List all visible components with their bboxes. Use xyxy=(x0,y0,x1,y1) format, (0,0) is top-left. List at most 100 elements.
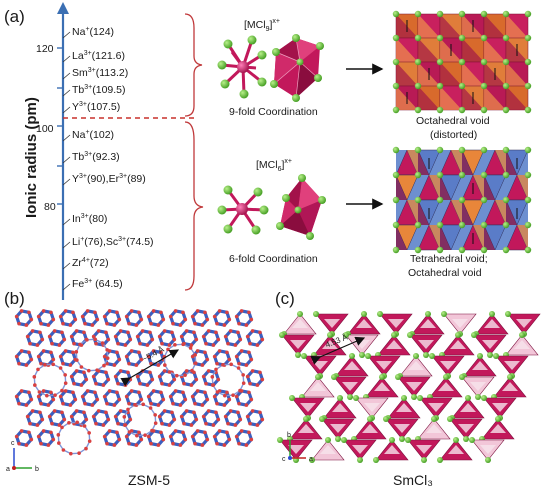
smcl3-polyhedron xyxy=(281,311,317,337)
axes-b xyxy=(12,448,32,470)
smcl3-polyhedron xyxy=(439,332,475,358)
ion-label: Na+(102) xyxy=(62,129,114,142)
ion-labels: Na+(124) La3+(121.6) Sm3+(113.2) Tb3+(109.5… xyxy=(62,26,154,291)
zsm5-ring xyxy=(102,389,122,407)
zsm5-ring xyxy=(245,409,265,427)
svg-text:Na+(102): Na+(102) xyxy=(72,129,114,141)
void-9fold-line1: Octahedral void xyxy=(416,115,490,127)
svg-text:Na+(124): Na+(124) xyxy=(72,26,114,38)
zsm5-ring xyxy=(80,309,100,327)
zsm5-ring xyxy=(146,389,166,407)
zsm5-ring xyxy=(14,349,34,367)
smcl3-polyhedron xyxy=(459,374,495,400)
tick-120: 120 xyxy=(36,43,54,55)
smcl3-polyhedron xyxy=(503,332,539,358)
ion-label: La3+(121.6) xyxy=(62,50,125,63)
smcl3-polyhedron xyxy=(471,332,507,358)
zsm5-ring xyxy=(179,409,199,427)
smcl3-framework xyxy=(277,311,541,463)
zsm5-ring xyxy=(58,389,78,407)
zsm5-ring xyxy=(212,389,232,407)
smcl3-polyhedron xyxy=(373,437,409,463)
brace-bottom xyxy=(184,121,204,291)
smcl3-polyhedron xyxy=(405,437,441,463)
label-6fold: 6-fold Coordination xyxy=(229,253,318,265)
smcl3-polyhedron xyxy=(331,374,367,400)
crystal-tetra-octa xyxy=(392,146,532,254)
zsm5-ring xyxy=(210,362,246,398)
smcl3-polyhedron xyxy=(351,416,387,442)
smcl3-polyhedron xyxy=(385,395,421,421)
ball-stick-9fold xyxy=(217,35,267,99)
zsm5-ring xyxy=(69,369,89,387)
smcl3-polyhedron xyxy=(505,311,541,337)
void-6fold-line1: Tetrahedral void; xyxy=(410,253,488,265)
svg-text:Sm3+(113.2): Sm3+(113.2) xyxy=(72,67,128,79)
smcl3-polyhedron xyxy=(491,374,527,400)
zsm5-ring xyxy=(168,389,188,407)
axis-b-h: b xyxy=(35,466,39,473)
smcl3-polyhedron xyxy=(363,374,399,400)
smcl3-polyhedron xyxy=(287,416,323,442)
tick-100: 100 xyxy=(36,123,54,135)
smcl3-polyhedron xyxy=(437,437,473,463)
smcl3-polyhedron xyxy=(383,416,419,442)
zsm5-framework xyxy=(14,309,265,456)
zsm5-ring xyxy=(47,329,67,347)
zsm5-ring xyxy=(113,329,133,347)
smcl3-measure xyxy=(310,336,366,365)
zsm5-ring xyxy=(223,409,243,427)
svg-text:Y3+(107.5): Y3+(107.5) xyxy=(72,101,120,113)
zsm5-ring xyxy=(223,329,243,347)
zsm5-ring xyxy=(157,329,177,347)
axis-c-h: a xyxy=(309,456,313,463)
zsm5-ring xyxy=(25,409,45,427)
svg-text:Zr4+(72): Zr4+(72) xyxy=(72,257,109,269)
svg-text:Tb3+(92.3): Tb3+(92.3) xyxy=(72,151,120,163)
smcl3-polyhedron xyxy=(469,437,505,463)
formula-9fold: [MCl9]x+ xyxy=(244,18,280,33)
zsm5-ring xyxy=(36,429,56,447)
svg-text:Tb3+(109.5): Tb3+(109.5) xyxy=(72,84,126,96)
zsm5-ring xyxy=(102,429,122,447)
zsm5-ring xyxy=(201,329,221,347)
caption-smcl3: SmCl₃ xyxy=(393,472,433,488)
zsm5-ring xyxy=(56,420,92,456)
smcl3-polyhedron xyxy=(395,374,431,400)
axis-b-v: c xyxy=(11,440,15,447)
zsm5-ring xyxy=(91,329,111,347)
zsm5-ring xyxy=(168,429,188,447)
axes-c xyxy=(288,440,306,460)
axis-ticks xyxy=(57,47,63,205)
ion-label: Li+(76),Sc3+(74.5) xyxy=(62,236,154,249)
ion-label: Tb3+(109.5) xyxy=(62,84,126,97)
smcl3-polyhedron xyxy=(345,311,381,337)
zsm5-ring xyxy=(58,349,78,367)
zsm5-ring xyxy=(14,429,34,447)
zsm5-ring xyxy=(102,349,122,367)
zsm5-ring xyxy=(74,337,110,373)
axis-b-o: a xyxy=(6,466,10,473)
ion-label: Fe3+ (64.5) xyxy=(62,278,123,291)
zsm5-ring xyxy=(190,309,210,327)
zsm5-ring xyxy=(245,369,265,387)
zsm5-ring xyxy=(190,389,210,407)
zsm5-ring xyxy=(113,369,133,387)
octahedron-6fold xyxy=(276,174,326,240)
svg-text:La3+(121.6): La3+(121.6) xyxy=(72,50,125,62)
axis-title: Ionic radius (pm) xyxy=(23,97,40,218)
ion-label: Y3+(107.5) xyxy=(62,101,120,114)
smcl3-polyhedron xyxy=(319,416,355,442)
zsm5-ring xyxy=(212,429,232,447)
polyhedron-9fold xyxy=(270,34,324,102)
ion-label: Sm3+(113.2) xyxy=(62,67,128,80)
smcl3-polyhedron xyxy=(341,437,377,463)
smcl3-polyhedron xyxy=(309,437,345,463)
zsm5-ring xyxy=(91,409,111,427)
smcl3-polyhedron xyxy=(279,332,315,358)
ball-stick-6fold xyxy=(217,185,269,235)
zsm5-ring xyxy=(124,309,144,327)
zsm5-ring xyxy=(135,369,155,387)
zsm5-ring xyxy=(32,362,68,398)
zsm5-ring xyxy=(234,349,254,367)
